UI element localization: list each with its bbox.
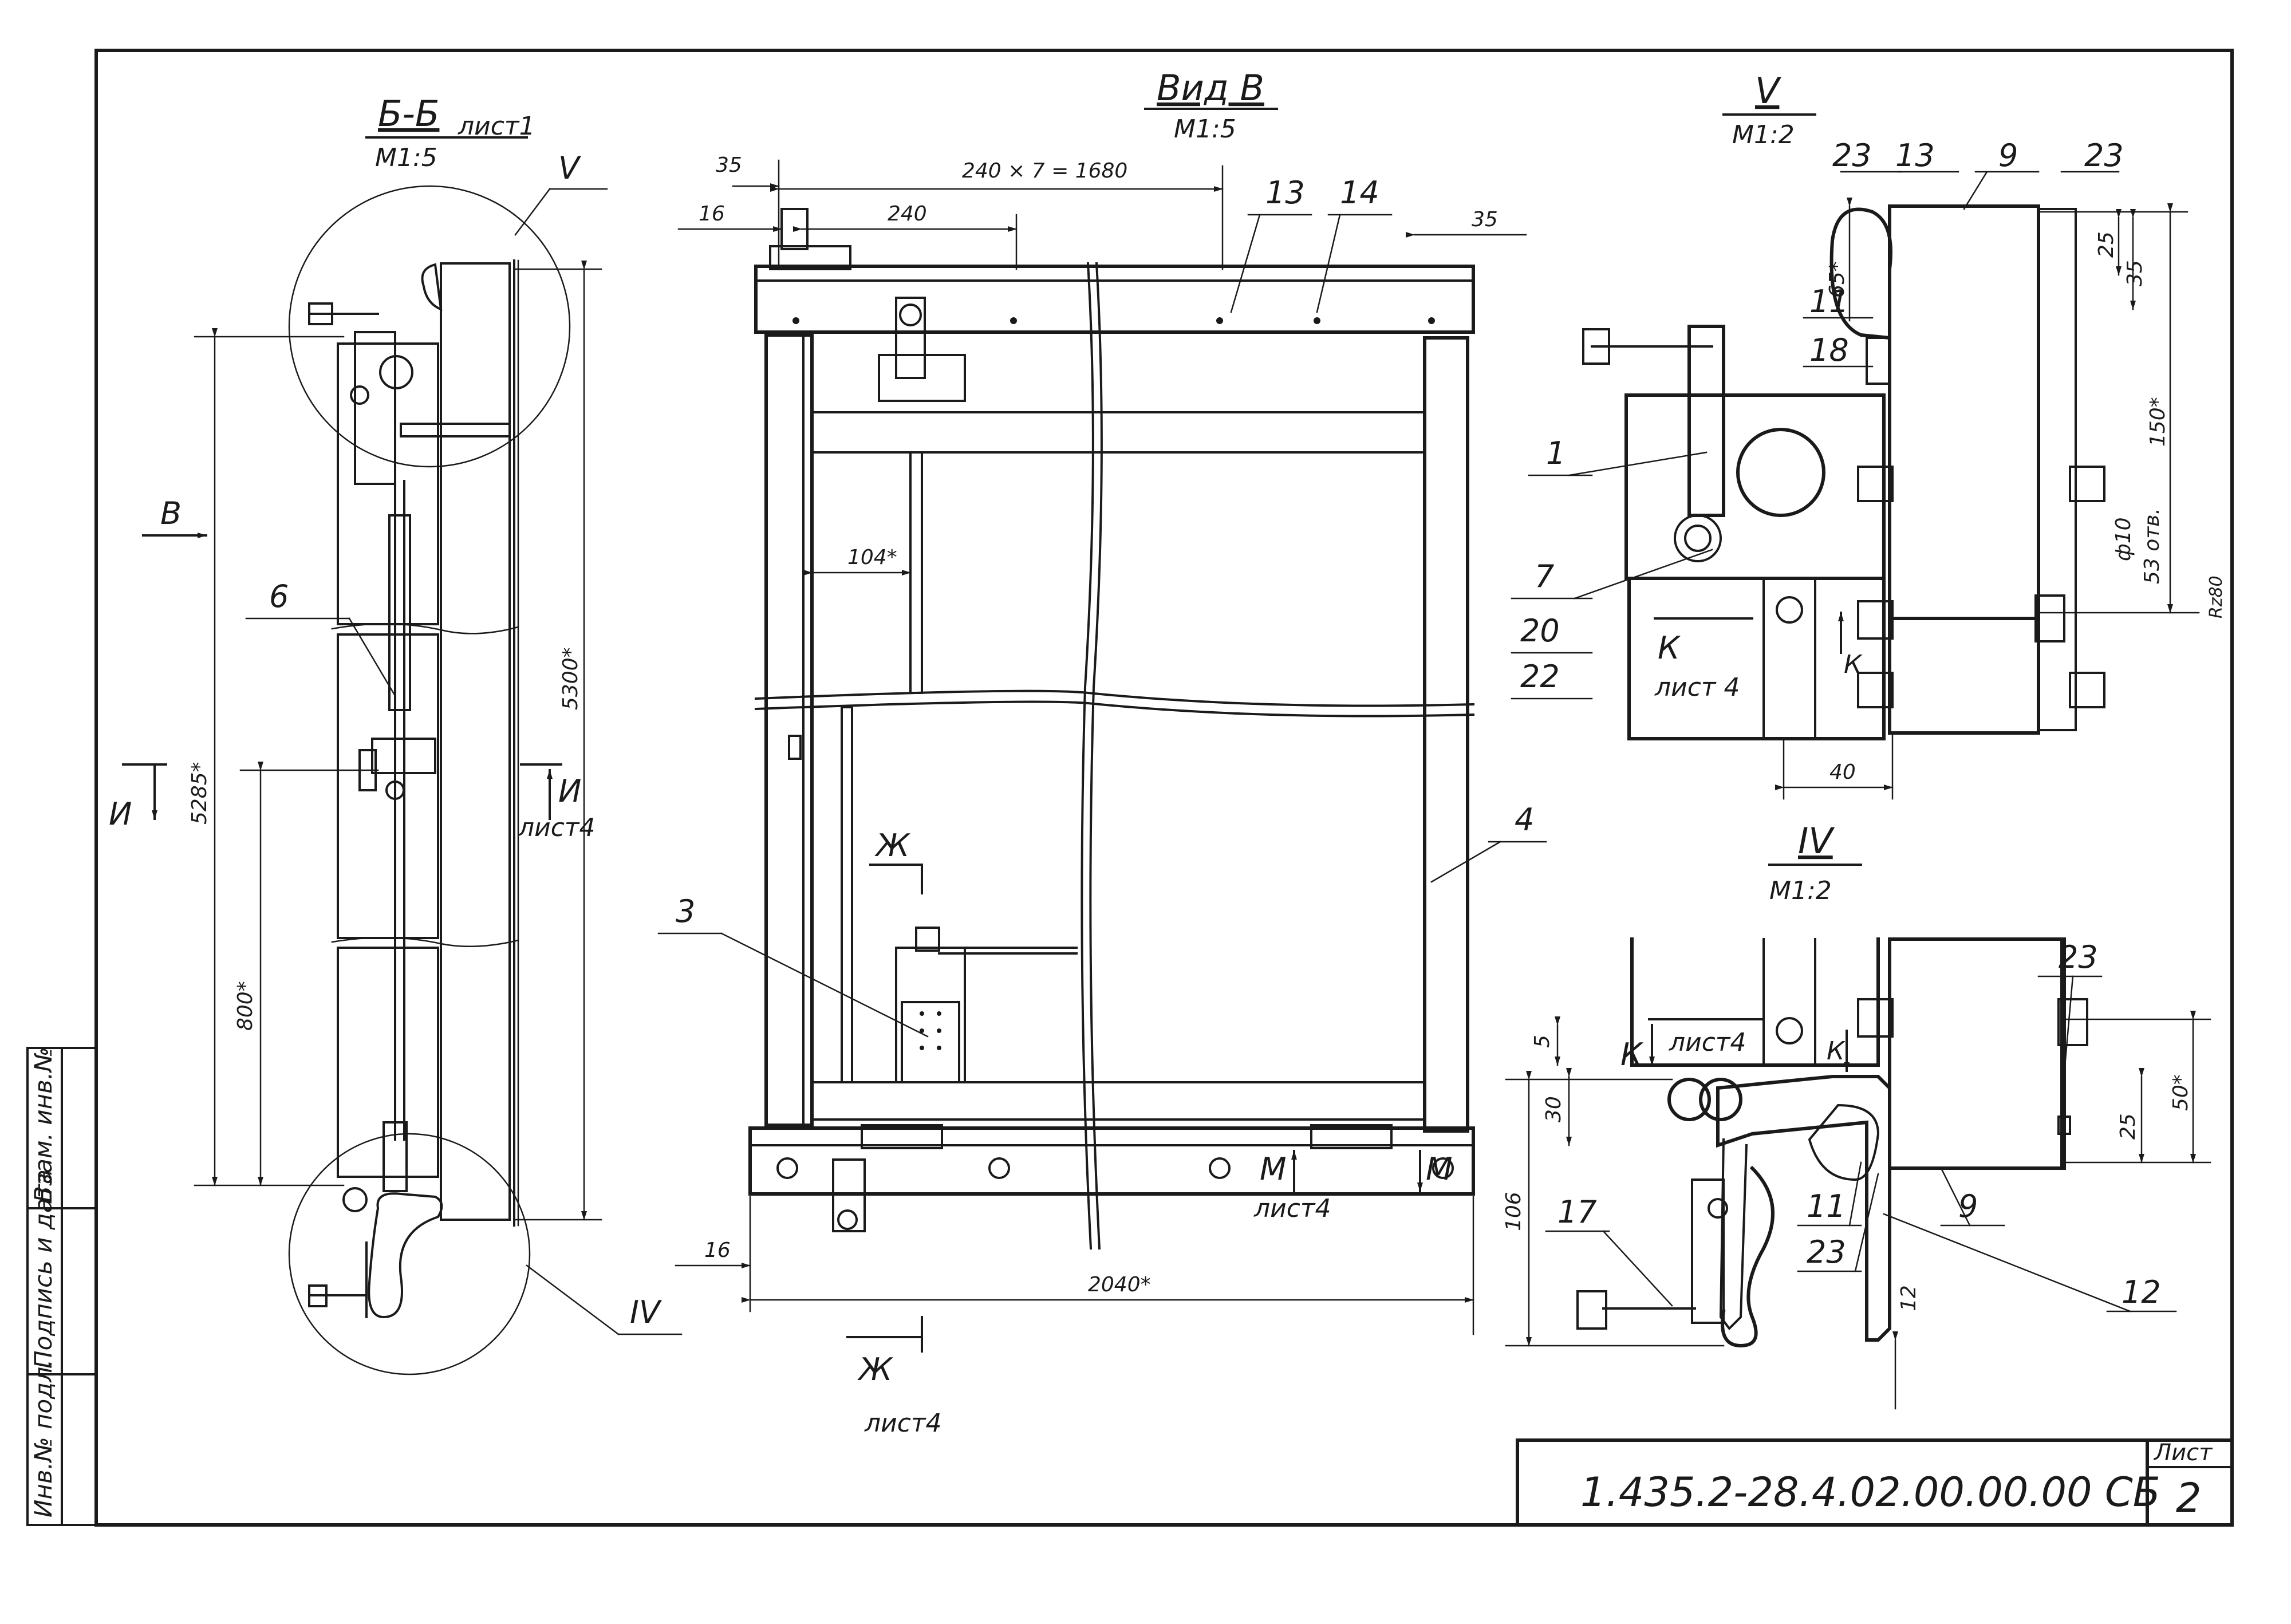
mark-i-left: И [109, 796, 132, 832]
stamp-field-inv: Инв.№ подл. [29, 1359, 57, 1517]
dim-16-top: 16 [699, 202, 725, 226]
callout-13-view: 13 [1265, 175, 1305, 211]
mark-k-bot-arrow: К [1827, 1036, 1846, 1066]
dim-240: 240 [888, 202, 927, 226]
sheet-label: Лист [2153, 1440, 2213, 1466]
detail-iv: IV М1:2 23 9 11 23 [1502, 820, 2211, 1410]
callout-11-iv: 11 [1807, 1188, 1846, 1224]
dim-35-top: 35 [716, 153, 742, 177]
mark-m-right: М [1426, 1151, 1453, 1187]
dim-5285: 5285* [188, 762, 211, 825]
section-bb-title: Б-Б [378, 93, 439, 135]
view-v-scale: М1:5 [1174, 115, 1236, 144]
mark-m-left: М [1260, 1151, 1287, 1187]
mark-k-top-arrow: К [1844, 650, 1863, 679]
callout-6: 6 [269, 578, 289, 614]
dim-150: 150* [2146, 397, 2170, 447]
view-v: Вид В М1:5 [657, 67, 1547, 1438]
section-bb: Б-Б лист1 М1:5 [109, 93, 683, 1375]
detail-v: V М1:2 1 7 [1511, 70, 2226, 800]
detail-circle-iv [288, 1133, 531, 1375]
callout-4: 4 [1515, 802, 1534, 838]
dim-35-v: 35 [2123, 260, 2147, 286]
callout-3: 3 [676, 893, 695, 929]
top-beam-holes [792, 317, 1435, 324]
mark-i-right: И [558, 773, 581, 809]
callout-13-v: 13 [1895, 137, 1935, 174]
mark-zh-top: Ж [874, 827, 911, 864]
callout-23-v-left: 23 [1832, 137, 1872, 174]
stamp-field-sign: Подпись и дата [29, 1169, 57, 1369]
dim-25-iv: 25 [2116, 1113, 2140, 1140]
stamp-field-replace: Взам. инв.№ [29, 1047, 57, 1203]
callout-9-v: 9 [1998, 137, 2018, 174]
dim-800: 800* [234, 981, 257, 1031]
mark-zh-sheet: лист4 [864, 1409, 942, 1438]
callout-11-v: 11 [1809, 283, 1849, 320]
callout-14: 14 [1340, 175, 1379, 211]
mark-k-bot-sheet: лист4 [1669, 1028, 1746, 1057]
side-stamp: Инв.№ подл. Подпись и дата Взам. инв.№ [26, 1047, 97, 1526]
dim-104: 104* [847, 546, 897, 569]
mark-v: В [160, 495, 182, 531]
dim-5: 5 [1531, 1035, 1554, 1048]
mark-k-top-sheet: лист 4 [1654, 673, 1740, 702]
dim-50: 50* [2169, 1074, 2193, 1111]
detail-v-title: V [1755, 70, 1782, 112]
dim-16-bot: 16 [704, 1239, 731, 1262]
drawing-code: 1.435.2-28.4.02.00.00.00 СБ [1580, 1469, 2160, 1516]
callout-23-iv-left: 23 [1807, 1234, 1846, 1270]
dim-2040: 2040* [1088, 1273, 1151, 1296]
dim-106: 106 [1502, 1192, 1525, 1231]
dim-30: 30 [1542, 1096, 1566, 1122]
dim-65: 65* [1825, 261, 1849, 298]
callout-23-v-right: 23 [2084, 137, 2124, 174]
callout-22: 22 [1520, 659, 1560, 695]
mark-m-sheet: лист4 [1253, 1194, 1331, 1223]
detail-v-scale: М1:2 [1732, 120, 1795, 149]
dim-roughness: Rz80 [2206, 576, 2226, 618]
sheet-frame [94, 49, 2234, 1527]
detail-circle-v [288, 185, 571, 468]
mark-k-bot: К [1620, 1036, 1644, 1073]
dim-hole: ф10 [2112, 517, 2135, 561]
title-block: 1.435.2-28.4.02.00.00.00 СБ Лист 2 [1516, 1438, 2234, 1527]
mark-k-top: К [1658, 630, 1681, 666]
callout-12: 12 [2122, 1274, 2161, 1310]
dim-25-v: 25 [2095, 231, 2118, 258]
dim-240x7: 240 × 7 = 1680 [962, 159, 1127, 183]
callout-V-left: V [558, 150, 582, 186]
sheet-number: 2 [2176, 1475, 2202, 1521]
dim-5300: 5300* [559, 647, 582, 710]
dim-35-right: 35 [1472, 208, 1498, 231]
section-bb-sheet: лист1 [458, 112, 535, 141]
callout-7: 7 [1535, 558, 1554, 594]
bottom-beam-holes [776, 1157, 1454, 1179]
view-v-title: Вид В [1157, 67, 1264, 109]
mark-zh-bottom: Ж [857, 1351, 894, 1388]
spring-coils [920, 1011, 941, 1050]
callout-17: 17 [1557, 1194, 1597, 1230]
detail-iv-scale: М1:2 [1769, 876, 1832, 905]
dim-40: 40 [1829, 760, 1856, 784]
detail-iv-title: IV [1798, 820, 1835, 862]
dim-12: 12 [1897, 1285, 1921, 1311]
dim-holes-count: 53 отв. [2140, 508, 2164, 584]
callout-18: 18 [1809, 332, 1849, 368]
callout-1: 1 [1546, 435, 1566, 471]
callout-20: 20 [1520, 613, 1560, 649]
callout-IV-left: IV [630, 1294, 663, 1330]
callout-23-iv-right: 23 [2059, 939, 2098, 975]
callout-9-iv: 9 [1958, 1188, 1978, 1224]
section-bb-scale: М1:5 [375, 143, 437, 172]
